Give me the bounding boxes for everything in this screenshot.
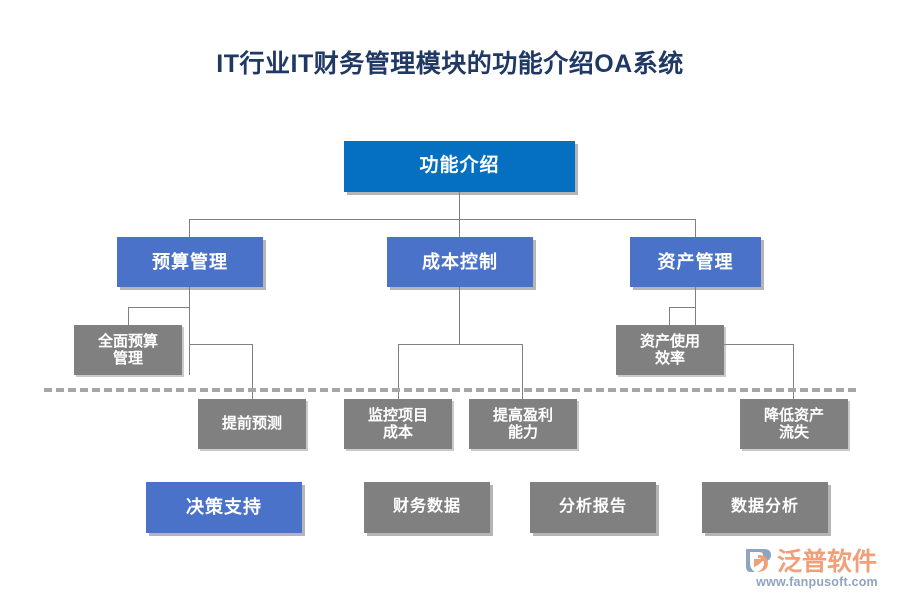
node-cost-control[interactable]: 成本控制 [387,237,533,287]
connector-cost-drop [459,287,460,344]
node-root-label: 功能介绍 [419,155,500,177]
node-reduce-asset-loss-line1: 降低资产 [763,406,824,424]
node-improve-profitability-line2: 能力 [507,424,538,441]
connector-monitor-drop [398,344,399,399]
connector-budget-drop [189,287,190,375]
connector-forecast-drop [252,344,253,399]
connector-root-drop [459,192,460,219]
connector-asset-to-efficiency [669,307,696,308]
node-overall-budget-management-line1: 全面预算 [97,332,158,350]
node-analysis-report-label: 分析报告 [558,498,627,516]
node-monitor-project-cost[interactable]: 监控项目 成本 [344,399,452,449]
node-data-analysis-label: 数据分析 [730,498,799,516]
node-reduce-asset-loss[interactable]: 降低资产 流失 [740,399,848,449]
node-asset-usage-efficiency-line2: 效率 [654,350,685,367]
dashed-divider [44,388,856,392]
connector-to-cost [459,219,460,237]
node-improve-profitability-line1: 提高盈利 [492,406,553,424]
node-asset-management-label: 资产管理 [657,251,734,272]
connector-asset-to-loss [695,344,794,345]
node-root[interactable]: 功能介绍 [344,141,575,192]
node-reduce-asset-loss-line2: 流失 [778,424,809,441]
connector-budget-to-overall [128,307,190,308]
node-asset-management[interactable]: 资产管理 [630,237,761,287]
logo-url: www.fanpusoft.com [756,575,878,589]
node-data-analysis[interactable]: 数据分析 [702,482,828,533]
node-asset-usage-efficiency-line1: 资产使用 [639,332,700,350]
connector-to-budget [189,219,190,237]
node-advance-forecast[interactable]: 提前预测 [198,399,306,449]
node-financial-data-label: 财务数据 [392,498,461,516]
node-improve-profitability[interactable]: 提高盈利 能力 [469,399,577,449]
node-asset-usage-efficiency[interactable]: 资产使用 效率 [616,325,724,375]
node-analysis-report[interactable]: 分析报告 [530,482,656,533]
node-cost-control-label: 成本控制 [422,251,498,272]
page-title: IT行业IT财务管理模块的功能介绍OA系统 [216,50,684,78]
node-overall-budget-management-line2: 管理 [112,350,143,367]
connector-efficiency-drop [669,307,670,325]
node-overall-budget-management[interactable]: 全面预算 管理 [74,325,182,375]
connector-overall-drop [128,307,129,325]
fanpu-logo-icon [746,548,771,572]
connector-profit-drop [522,344,523,399]
connector-budget-to-forecast [189,344,253,345]
brand-logo: 泛普软件 www.fanpusoft.com [742,543,892,591]
node-monitor-project-cost-line2: 成本 [382,424,413,441]
node-decision-support[interactable]: 决策支持 [146,482,302,533]
node-advance-forecast-line1: 提前预测 [221,415,282,433]
logo-name: 泛普软件 [777,547,878,576]
connector-loss-drop [793,344,794,399]
logo-row: 泛普软件 [742,543,892,576]
node-monitor-project-cost-line1: 监控项目 [367,406,428,424]
connector-to-asset [695,219,696,237]
node-decision-support-label: 决策支持 [186,497,262,518]
node-budget-management[interactable]: 预算管理 [117,237,263,287]
node-budget-management-label: 预算管理 [152,251,228,272]
node-financial-data[interactable]: 财务数据 [364,482,490,533]
connector-cost-bus [398,344,523,345]
connector-level2-bus [189,219,696,220]
